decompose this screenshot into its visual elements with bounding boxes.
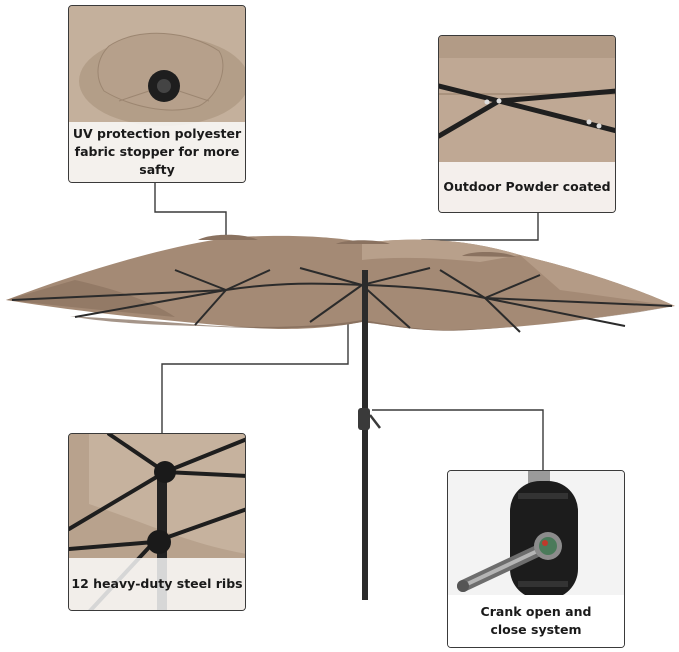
- rib-hub-top-icon: [154, 461, 176, 483]
- leader-line-crank: [372, 409, 544, 470]
- umbrella-ribs: [11, 267, 673, 333]
- callout-caption-crank: Crank open and close system: [448, 595, 624, 647]
- leader-line-ribs: [161, 300, 349, 433]
- umbrella-pole: [358, 270, 381, 600]
- callout-caption-fabric: UV protection polyester fabric stopper f…: [69, 122, 245, 182]
- callout-powder-coated-frame: Outdoor Powder coated: [438, 35, 616, 213]
- leader-line-fabric: [154, 183, 227, 238]
- crank-handle-icon: [457, 532, 562, 592]
- callout-crank-system: Crank open and close system: [447, 470, 625, 648]
- callout-fabric-stopper: UV protection polyester fabric stopper f…: [68, 5, 246, 183]
- callout-caption-ribs: 12 heavy-duty steel ribs: [69, 558, 245, 610]
- rib-hub-bottom-icon: [147, 530, 171, 554]
- callout-caption-frame: Outdoor Powder coated: [439, 162, 615, 212]
- callout-steel-ribs: 12 heavy-duty steel ribs: [68, 433, 246, 611]
